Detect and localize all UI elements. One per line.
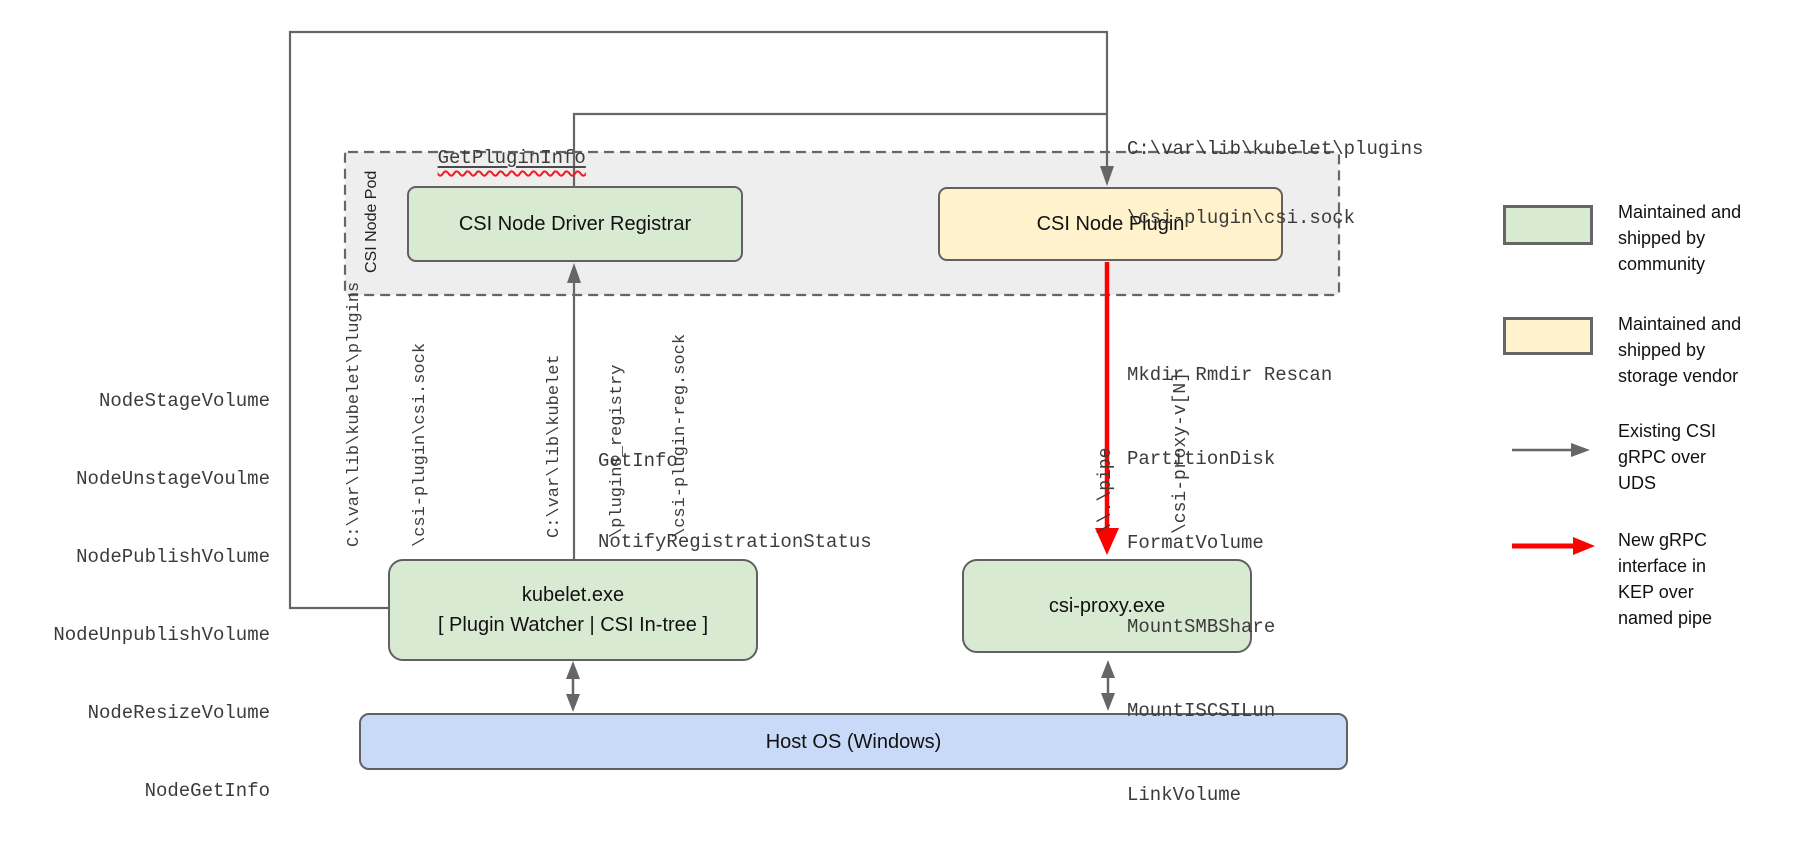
list-item: NodeUnpublishVolume: [53, 624, 270, 646]
named-pipe-rotated: \\.\pipe \csi-proxy-v[N]: [1044, 372, 1244, 534]
csi-node-pod-label: CSI Node Pod: [363, 170, 380, 273]
arrowhead-red-into-proxy: [1095, 528, 1119, 555]
rotated-pipe-line2: \csi-proxy-v[N]: [1171, 371, 1191, 534]
registrar-label: CSI Node Driver Registrar: [458, 213, 692, 235]
list-item: NodeStageVolume: [98, 390, 270, 412]
arrowhead-into-plugin: [1100, 166, 1114, 186]
legend-pipe-text: New gRPC interface in KEP over named pip…: [1618, 530, 1713, 628]
host-os-label: Host OS (Windows): [765, 730, 942, 753]
rotated-path-line2: \plugins_registry: [608, 364, 627, 538]
kubelet-box: kubelet.exe [ Plugin Watcher | CSI In-tr…: [388, 559, 758, 661]
list-item: MountSMBShare: [1127, 616, 1276, 638]
csi-sock-path-line2: \csi-plugin\csi.sock: [1127, 207, 1356, 229]
legend-vendor-text: Maintained and shipped by storage vendor: [1618, 314, 1742, 386]
arrowhead-proxy-up: [1101, 660, 1115, 678]
arrowhead-kubelet-up: [566, 661, 580, 679]
connector-kubelet-to-plugin: [288, 30, 1109, 610]
kubelet-csi-methods-list: NodeStageVolume NodeUnstageVoulme NodePu…: [30, 336, 270, 842]
list-item: MountISCSILun: [1127, 700, 1276, 722]
csi-node-plugin-box: CSI Node Plugin: [938, 187, 1283, 261]
csi-proxy-api-list: Mkdir Rmdir Rescan PartitionDisk FormatV…: [1127, 305, 1332, 842]
kubelet-label-line1: kubelet.exe: [521, 584, 625, 606]
connector-registrar-to-plugin: [572, 112, 1107, 186]
registration-call-2: NotifyRegistrationStatus: [598, 531, 872, 553]
kubelet-label-line2: [ Plugin Watcher | CSI In-tree ]: [437, 614, 709, 636]
registration-calls-label: GetInfo NotifyRegistrationStatus: [598, 394, 872, 610]
legend-swatch-community: [1503, 205, 1593, 245]
rotated-path-line1: C:\var\lib\kubelet\plugins: [345, 281, 364, 547]
list-item: FormatVolume: [1127, 532, 1264, 554]
list-item: NodeGetInfo: [144, 780, 270, 802]
list-item: PartitionDisk: [1127, 448, 1276, 470]
host-os-box: Host OS (Windows): [359, 713, 1348, 770]
list-item: Mkdir Rmdir Rescan: [1127, 364, 1333, 386]
arrowhead-into-registrar: [567, 263, 581, 283]
registration-call-1: GetInfo: [598, 450, 678, 472]
csi-sock-path-label: C:\var\lib\kubelet\plugins \csi-plugin\c…: [1127, 92, 1423, 276]
rotated-path-line2: \csi-plugin\csi.sock: [411, 342, 430, 547]
rotated-path-line3: \csi-plugin-reg.sock: [671, 333, 690, 538]
csi-node-driver-registrar-box: CSI Node Driver Registrar: [407, 186, 743, 262]
legend-uds-text: Existing CSI gRPC over UDS: [1618, 421, 1717, 493]
legend-swatch-vendor: [1503, 317, 1593, 355]
plugins-registry-socket-rotated: C:\var\lib\kubelet \plugins_registry \cs…: [502, 334, 733, 538]
legend-gray-arrowhead: [1571, 443, 1590, 457]
get-plugin-info-label: GetPluginInfo: [392, 119, 586, 197]
spellcheck-squiggle: GetPluginInfo: [438, 147, 586, 169]
kubelet-plugins-socket-rotated: C:\var\lib\kubelet\plugins \csi-plugin\c…: [300, 282, 476, 547]
rotated-path-line1: C:\var\lib\kubelet: [545, 354, 564, 538]
arrowhead-kubelet-down: [566, 694, 580, 712]
legend-community-text: Maintained and shipped by community: [1618, 202, 1742, 274]
list-item: NodeResizeVolume: [87, 702, 270, 724]
list-item: NodeUnstageVoulme: [76, 468, 270, 490]
rotated-pipe-line1: \\.\pipe: [1096, 447, 1116, 534]
csi-proxy-box: csi-proxy.exe: [962, 559, 1252, 653]
list-item: LinkVolume: [1127, 784, 1242, 806]
csi-proxy-label: csi-proxy.exe: [1048, 595, 1166, 617]
csi-sock-path-line1: C:\var\lib\kubelet\plugins: [1127, 138, 1424, 160]
get-plugin-info-text: GetPluginInfo: [437, 147, 586, 169]
list-item: NodePublishVolume: [76, 546, 270, 568]
legend-red-arrowhead: [1573, 537, 1595, 555]
plugin-label: CSI Node Plugin: [1036, 213, 1185, 235]
arrowhead-proxy-down: [1101, 693, 1115, 711]
